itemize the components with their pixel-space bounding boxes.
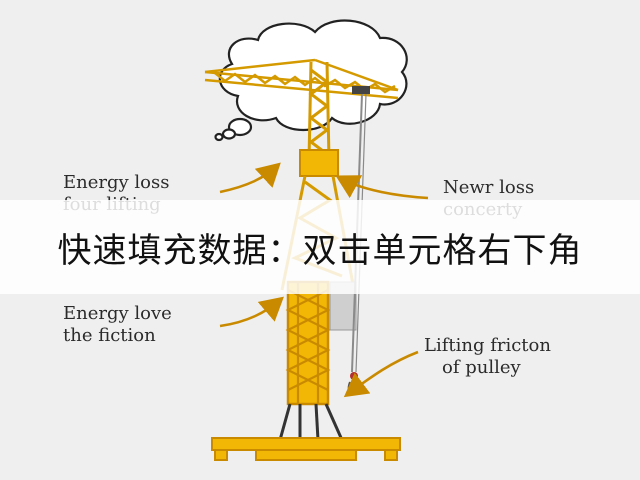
- thought-bubble-icon: [214, 19, 408, 142]
- label-energy-love-friction: Energy love the fiction: [63, 303, 172, 347]
- label-line: Lifting fricton: [424, 335, 551, 356]
- label-line: the fiction: [63, 325, 156, 346]
- curved-arrow-icon: [219, 162, 429, 398]
- label-line: Energy love: [63, 303, 172, 324]
- label-line: Newr loss: [443, 177, 535, 198]
- banner-text: 快速填充数据：双击单元格右下角: [57, 230, 583, 271]
- label-line: of pulley: [442, 357, 521, 378]
- overlay-banner: 快速填充数据：双击单元格右下角: [0, 200, 640, 294]
- label-line: Energy loss: [63, 172, 170, 193]
- label-lifting-friction-pulley: Lifting fricton of pulley: [424, 335, 551, 379]
